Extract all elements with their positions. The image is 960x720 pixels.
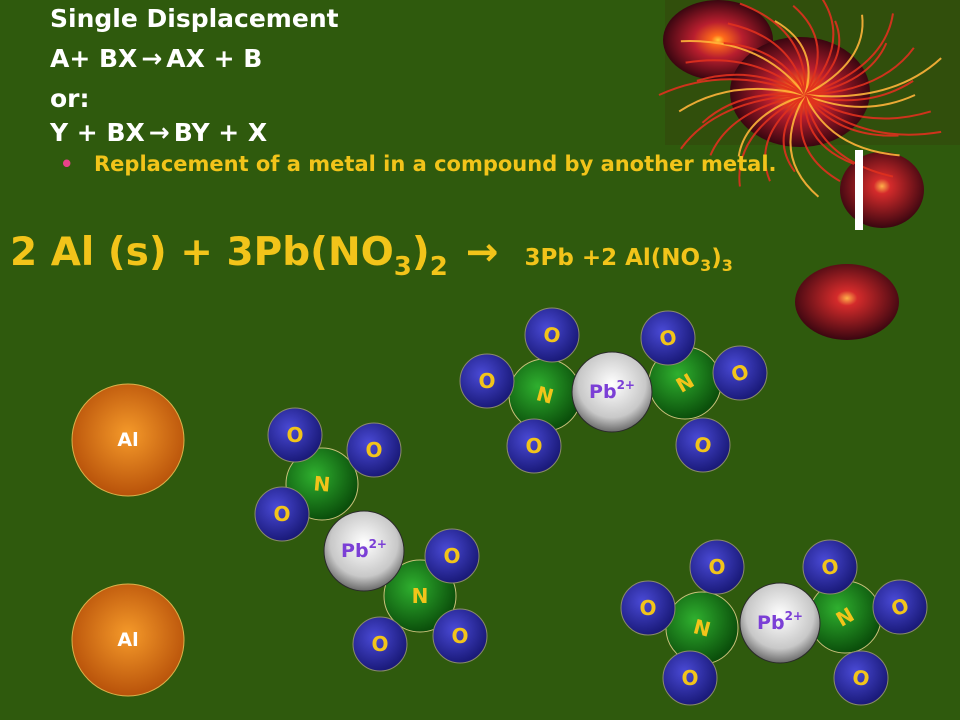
oxygen-atom: O [689, 539, 745, 595]
nitrogen-atom-label: N [412, 584, 429, 608]
aluminum-atom-label: Al [117, 429, 138, 451]
oxygen-atom-label: O [851, 665, 872, 692]
oxygen-atom-label: O [820, 554, 841, 581]
oxygen-atom-circle [802, 539, 858, 595]
oxygen-atom-label: O [443, 544, 460, 568]
oxygen-atom: O [254, 486, 310, 542]
lead-ion-atom-label: Pb2+ [589, 378, 635, 403]
oxygen-atom-label: O [478, 369, 495, 393]
oxygen-atom-circle [459, 353, 515, 409]
lead-ion-atom: Pb2+ [571, 351, 653, 433]
aluminum-atom: Al [71, 383, 185, 497]
oxygen-atom-circle [662, 650, 718, 706]
oxygen-atom: O [267, 407, 323, 463]
oxygen-atom-circle [675, 417, 731, 473]
oxygen-atom: O [833, 650, 889, 706]
heading-or: or: [50, 84, 90, 113]
nitrogen-atom-label: N [534, 381, 556, 409]
oxygen-atom-circle [833, 650, 889, 706]
oxygen-atom: O [675, 417, 731, 473]
oxygen-atom-label: O [451, 624, 468, 648]
oxygen-atom: O [424, 528, 480, 584]
oxygen-atom: O [352, 616, 408, 672]
nitrogen-atom: N [665, 591, 739, 665]
oxygen-atom-circle [524, 307, 580, 363]
oxygen-atom: O [662, 650, 718, 706]
heading-general-equation-1: A+ BX→AX + B [50, 44, 263, 73]
oxygen-atom: O [506, 418, 562, 474]
nitrogen-atom: N [508, 358, 582, 432]
oxygen-atom-label: O [639, 596, 656, 620]
lead-ion-atom-circle [571, 351, 653, 433]
oxygen-atom-circle [712, 345, 768, 401]
oxygen-atom-label: O [708, 555, 725, 579]
bullet-point: • Replacement of a metal in a compound b… [60, 150, 830, 179]
oxygen-atom-label: O [542, 322, 563, 349]
oxygen-atom-circle [352, 616, 408, 672]
oxygen-atom-circle [506, 418, 562, 474]
oxygen-atom-label: O [273, 502, 290, 526]
oxygen-atom-label: O [525, 434, 542, 458]
heading-single-displacement: Single Displacement [50, 4, 339, 33]
nitrogen-atom-label: N [313, 471, 332, 496]
oxygen-atom-label: O [693, 432, 714, 459]
oxygen-atom: O [640, 310, 696, 366]
oxygen-atom: O [459, 353, 515, 409]
balanced-equation: 2 Al (s) + 3Pb(NO3)2→3Pb +2 Al(NO3)3 [10, 230, 733, 282]
oxygen-atom-circle [424, 528, 480, 584]
oxygen-atom-circle [432, 608, 488, 664]
aluminum-atom-circle [71, 383, 185, 497]
oxygen-atom-circle [872, 579, 928, 635]
bullet-text: Replacement of a metal in a compound by … [94, 152, 777, 176]
oxygen-atom-label: O [371, 632, 388, 656]
oxygen-atom: O [712, 345, 768, 401]
oxygen-atom: O [432, 608, 488, 664]
bullet-marker: • [60, 152, 74, 176]
aluminum-atom-circle [71, 583, 185, 697]
oxygen-atom-label: O [286, 423, 303, 447]
lead-ion-atom: Pb2+ [323, 510, 405, 592]
oxygen-atom-circle [346, 422, 402, 478]
oxygen-atom: O [802, 539, 858, 595]
aluminum-atom: Al [71, 583, 185, 697]
lead-ion-atom: Pb2+ [739, 582, 821, 664]
lead-ion-atom-circle [739, 582, 821, 664]
oxygen-atom: O [620, 580, 676, 636]
oxygen-atom-label: O [365, 438, 382, 462]
arrow-icon: → [465, 230, 499, 275]
oxygen-atom-circle [267, 407, 323, 463]
red-sphere-image [795, 264, 899, 340]
lead-ion-atom-circle [323, 510, 405, 592]
oxygen-atom: O [872, 579, 928, 635]
oxygen-atom-circle [640, 310, 696, 366]
oxygen-atom-circle [689, 539, 745, 595]
arrow-icon: → [141, 44, 163, 73]
nitrogen-atom-label: N [691, 614, 713, 642]
aluminum-atom-label: Al [117, 629, 138, 651]
oxygen-atom-circle [254, 486, 310, 542]
oxygen-atom: O [346, 422, 402, 478]
oxygen-atom-circle [620, 580, 676, 636]
firework-image [658, 0, 960, 230]
oxygen-atom: O [524, 307, 580, 363]
oxygen-atom-label: O [681, 666, 698, 690]
oxygen-atom-label: O [658, 325, 679, 352]
heading-general-equation-2: Y + BX→BY + X [50, 118, 268, 147]
arrow-icon: → [148, 118, 170, 147]
